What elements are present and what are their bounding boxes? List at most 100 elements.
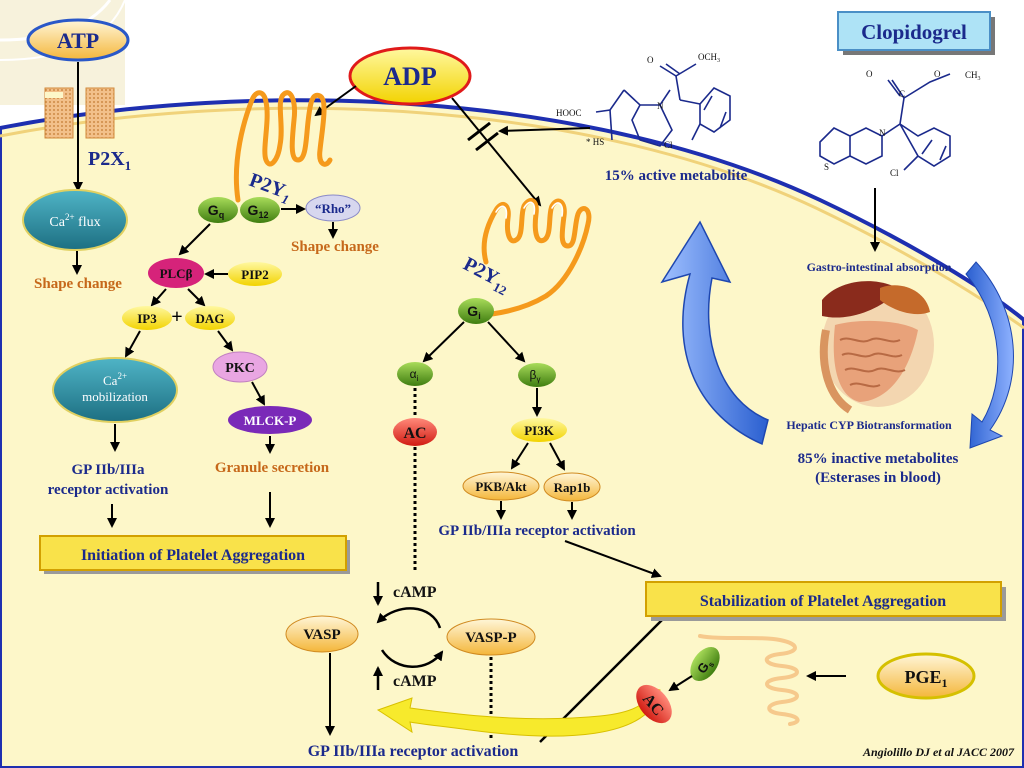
clopidogrel-title: Clopidogrel [861, 20, 967, 44]
atom-o2: O [866, 69, 873, 79]
atom-cl2: Cl [890, 168, 899, 178]
pkc-node: PKC [212, 351, 268, 383]
hepatic-label: Hepatic CYP Biotransformation [786, 418, 952, 432]
ac-node-center: AC [393, 418, 437, 446]
arrow-pi3k-to-rap1b [549, 442, 565, 471]
initiation-box: Initiation of Platelet Aggregation [39, 535, 350, 574]
svg-text:PKB/Akt: PKB/Akt [475, 479, 527, 494]
svg-text:PGE1: PGE1 [904, 667, 947, 690]
clopidogrel-structure [819, 73, 951, 171]
arrow-gpiib-to-stabilization [564, 540, 662, 578]
svg-text:Rap1b: Rap1b [554, 480, 591, 495]
arrow-ip3-to-camob [125, 330, 141, 358]
atom-hs: * HS [586, 137, 604, 147]
svg-text:MLCK-P: MLCK-P [244, 413, 297, 428]
arrow-pi3k-to-pkb [510, 442, 529, 470]
gq-node: Gq [198, 197, 238, 223]
atom-och3: OCH3 [698, 52, 720, 64]
digestive-organs-illustration [819, 281, 934, 414]
stabilization-box: Stabilization of Platelet Aggregation [645, 581, 1006, 621]
arrow-vasp-to-vaspp [380, 649, 444, 668]
gpiib-center-label: GP IIb/IIIa receptor activation [438, 523, 636, 539]
vasp-node: VASP [285, 615, 359, 653]
vaspp-node: VASP-P [446, 618, 536, 656]
camp-top-label: cAMP [393, 584, 437, 601]
atom-n1: N [657, 101, 664, 111]
membrane-inner-line [0, 106, 1024, 330]
plcb-node: PLCβ [148, 258, 204, 288]
ca-flux-node: Ca2+ flux [22, 189, 128, 251]
arrow-gq-to-plcb [178, 223, 211, 256]
atom-ch3: CH3 [965, 70, 981, 82]
arrow-gi-to-beta [487, 321, 526, 363]
camp-bottom-label: cAMP [393, 673, 437, 690]
pge1-receptor [698, 634, 800, 726]
svg-text:PLCβ: PLCβ [160, 266, 193, 281]
atom-cl1: Cl [664, 140, 673, 150]
svg-text:AC: AC [403, 425, 426, 442]
atp-label: ATP [57, 28, 99, 53]
inactive-metabolites-line1: 85% inactive metabolites [798, 451, 959, 467]
shape-change-label-1: Shape change [34, 276, 122, 292]
inhibition-bar [467, 121, 499, 152]
atom-hooc: HOOC [556, 108, 582, 118]
blue-curved-arrow-right [965, 261, 1014, 449]
atom-n2: N [879, 128, 886, 138]
svg-text:“Rho”: “Rho” [315, 201, 351, 216]
gi-absorption-label: Gastro-intestinal absorption [807, 260, 952, 274]
arrow-gs-to-ac [668, 675, 693, 692]
shape-change-label-2: Shape change [291, 239, 379, 255]
dag-node: DAG [185, 306, 235, 330]
arrow-metabolite-inhibits [498, 125, 591, 136]
citation: Angiolillo DJ et al JACC 2007 [862, 745, 1015, 759]
pi3k-node: PI3K [511, 418, 567, 442]
svg-text:PKC: PKC [225, 361, 255, 376]
svg-text:βγ: βγ [530, 368, 541, 384]
gi-node: Gi [458, 298, 494, 324]
svg-text:Stabilization of Platelet Aggr: Stabilization of Platelet Aggregation [700, 593, 946, 610]
gpiib-bottom-label: GP IIb/IIIa receptor activation [308, 743, 519, 760]
svg-text:Gi: Gi [467, 303, 480, 321]
p2y12-inner [495, 201, 564, 219]
adp-label: ADP [383, 62, 437, 91]
rho-node: “Rho” [305, 194, 361, 222]
arrow-plcb-to-dag [187, 288, 206, 307]
p2y12-receptor [481, 198, 592, 317]
g12-node: G12 [240, 197, 280, 223]
svg-text:mobilization: mobilization [82, 389, 148, 404]
arrow-gi-to-alpha [422, 321, 465, 363]
blue-curved-arrow-left [660, 220, 769, 446]
p2x1-channel [44, 87, 115, 139]
arrow-plcb-to-ip3 [150, 288, 167, 307]
inactive-metabolites-line2: (Esterases in blood) [815, 470, 941, 486]
pip2-node: PIP2 [228, 262, 282, 286]
svg-text:DAG: DAG [196, 311, 225, 326]
arrow-vaspp-to-vasp [376, 607, 442, 629]
arrow-dag-to-pkc [217, 330, 234, 352]
yellow-curved-arrow [376, 687, 661, 737]
active-metabolite-structure [595, 63, 731, 147]
pge1-ligand: PGE1 [876, 652, 976, 700]
svg-text:Gq: Gq [208, 202, 224, 220]
gpiib-left-line1: GP IIb/IIIa [72, 462, 145, 478]
svg-text:Ca2+: Ca2+ [103, 371, 127, 388]
gpiib-left-line2: receptor activation [48, 482, 169, 498]
alpha-i-node: αi [397, 362, 433, 386]
atom-c: C [899, 89, 905, 99]
beta-gamma-node: βγ [518, 363, 556, 387]
clopidogrel-title-box: Clopidogrel [837, 11, 995, 55]
pkbakt-node: PKB/Akt [462, 471, 540, 501]
svg-text:PIP2: PIP2 [241, 267, 268, 282]
gs-node: Gs [690, 646, 720, 682]
svg-text:IP3: IP3 [137, 311, 157, 326]
p2x1-label: P2X1 [88, 148, 131, 173]
platelet-cell-membrane [0, 98, 1024, 768]
ip3-node: IP3 [122, 306, 172, 330]
arrow-adp-to-p2y12 [451, 97, 542, 207]
atom-o1: O [647, 55, 654, 65]
svg-text:PI3K: PI3K [524, 423, 555, 438]
active-metabolite-label: 15% active metabolite [605, 168, 748, 184]
svg-text:Initiation of Platelet Aggrega: Initiation of Platelet Aggregation [81, 547, 305, 564]
svg-text:VASP: VASP [303, 627, 340, 643]
